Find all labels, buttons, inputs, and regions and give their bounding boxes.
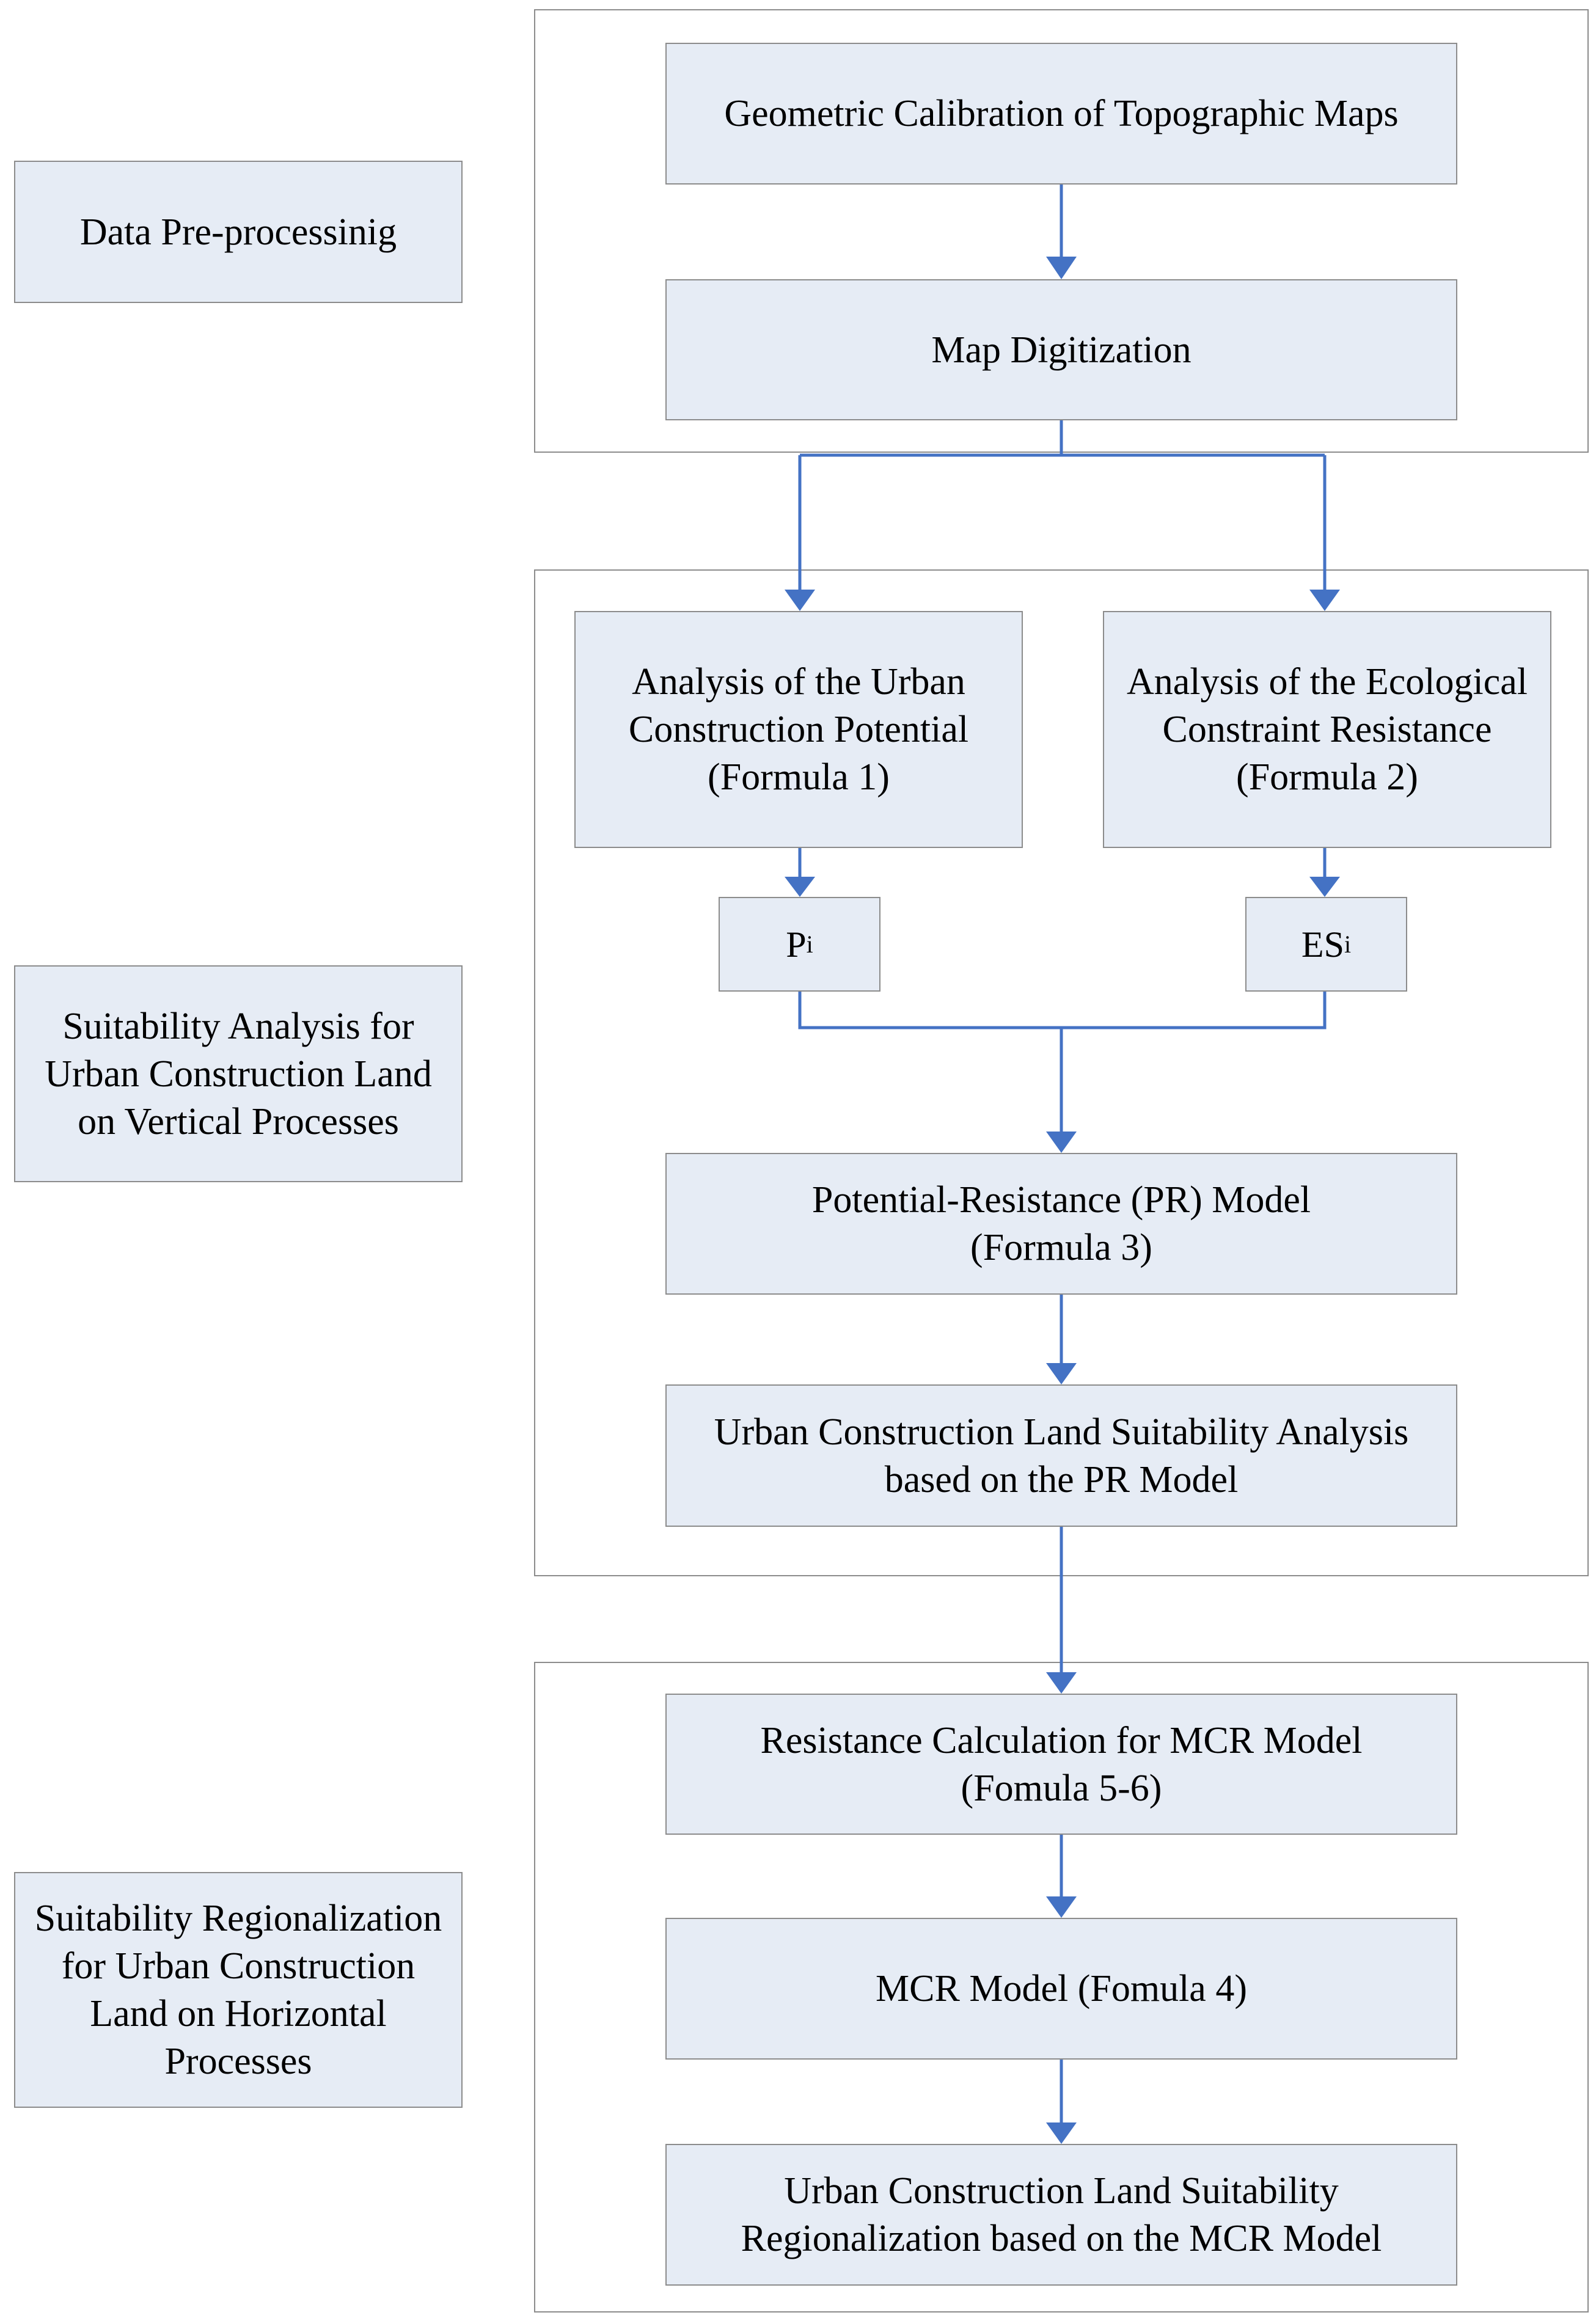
- arrowhead-pr-model-to-suitability: [1046, 1363, 1077, 1384]
- arrowhead-to-potential: [785, 590, 815, 611]
- step-digitization: Map Digitization: [665, 279, 1457, 420]
- stage-label-horizontal: Suitability Regionalization for Urban Co…: [14, 1872, 463, 2108]
- arrowhead-to-resistance: [1309, 590, 1340, 611]
- arrowhead-mcr-resistance-to-model: [1046, 1896, 1077, 1918]
- step-pr-suitability-text: Urban Construction Land Suitability Anal…: [714, 1411, 1409, 1501]
- arrowhead-calibration-to-digitization: [1046, 257, 1077, 279]
- step-mcr-regionalization: Urban Construction Land Suitability Regi…: [665, 2144, 1457, 2286]
- step-calibration: Geometric Calibration of Topographic Map…: [665, 43, 1457, 185]
- arrowhead-mcr-model-to-regionalization: [1046, 2122, 1077, 2144]
- step-potential-analysis-text: Analysis of the Urban Construction Poten…: [628, 661, 969, 798]
- arrowhead-to-pr-model: [1046, 1132, 1077, 1153]
- step-mcr-resistance-text: Resistance Calculation for MCR Model (Fo…: [760, 1719, 1363, 1809]
- stage-label-preprocessing: Data Pre-processinig: [14, 161, 463, 303]
- arrow-digitization-split: [798, 420, 1327, 590]
- stage-label-vertical: Suitability Analysis for Urban Construct…: [14, 965, 463, 1182]
- output-es-i-subscript: i: [1344, 930, 1352, 958]
- arrowhead-suitability-to-mcr-resistance: [1046, 1672, 1077, 1694]
- step-mcr-model: MCR Model (Fomula 4): [665, 1918, 1457, 2060]
- step-mcr-regionalization-text: Urban Construction Land Suitability Regi…: [741, 2170, 1382, 2259]
- step-resistance-analysis-text: Analysis of the Ecological Constraint Re…: [1127, 661, 1528, 798]
- stage-label-preprocessing-text: Data Pre-processinig: [79, 211, 397, 253]
- step-mcr-model-text: MCR Model (Fomula 4): [876, 1968, 1247, 2009]
- output-p-i-base: P: [786, 924, 807, 965]
- arrowhead-resistance-to-esi: [1309, 877, 1340, 897]
- arrow-merge-to-pr-model: [798, 992, 1327, 1132]
- arrowhead-potential-to-pi: [785, 877, 815, 897]
- step-calibration-text: Geometric Calibration of Topographic Map…: [724, 93, 1399, 134]
- step-pr-suitability: Urban Construction Land Suitability Anal…: [665, 1384, 1457, 1527]
- stage-label-vertical-text: Suitability Analysis for Urban Construct…: [45, 1005, 432, 1143]
- step-mcr-resistance: Resistance Calculation for MCR Model (Fo…: [665, 1694, 1457, 1835]
- output-es-i-base: ES: [1301, 924, 1344, 965]
- step-potential-analysis: Analysis of the Urban Construction Poten…: [574, 611, 1023, 848]
- step-pr-model-text: Potential-Resistance (PR) Model (Formula…: [811, 1179, 1311, 1268]
- stage-label-horizontal-text: Suitability Regionalization for Urban Co…: [34, 1898, 442, 2082]
- step-pr-model: Potential-Resistance (PR) Model (Formula…: [665, 1153, 1457, 1295]
- step-resistance-analysis: Analysis of the Ecological Constraint Re…: [1103, 611, 1551, 848]
- output-p-i-subscript: i: [806, 930, 813, 958]
- step-digitization-text: Map Digitization: [931, 329, 1192, 371]
